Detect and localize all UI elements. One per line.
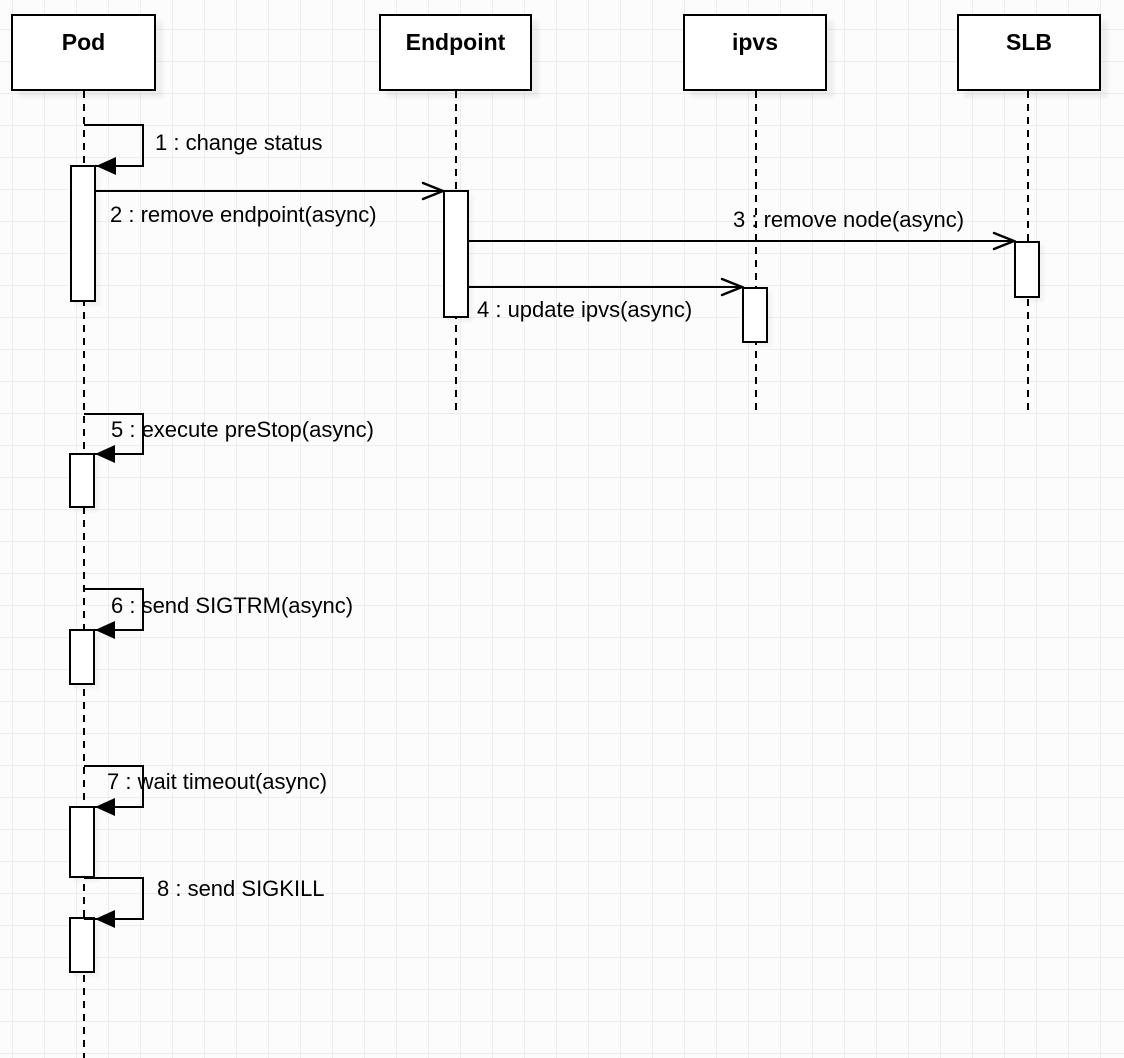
lifeline-ipvs bbox=[755, 91, 757, 410]
message-6-arrowhead-icon bbox=[95, 621, 115, 639]
actor-endpoint: Endpoint bbox=[379, 14, 532, 91]
message-5-arrowhead-icon bbox=[95, 445, 115, 463]
lifeline-pod bbox=[83, 91, 85, 1058]
message-4-arrowhead-icon bbox=[720, 277, 744, 297]
actor-ipvs-label: ipvs bbox=[731, 29, 779, 55]
message-1-arrowhead-icon bbox=[96, 157, 116, 175]
message-3-label: 3 : remove node(async) bbox=[733, 207, 965, 232]
message-2-label: 2 : remove endpoint(async) bbox=[110, 202, 377, 227]
message-3-arrowhead-icon bbox=[992, 231, 1016, 251]
actor-slb-label: SLB bbox=[1006, 29, 1052, 55]
activation-pod-3 bbox=[69, 629, 95, 685]
actor-pod-label: Pod bbox=[61, 29, 106, 55]
actor-ipvs: ipvs bbox=[683, 14, 827, 91]
actor-pod: Pod bbox=[11, 14, 156, 91]
message-4-line bbox=[469, 286, 739, 288]
message-2-line bbox=[96, 190, 440, 192]
message-3-line bbox=[469, 240, 1011, 242]
actor-endpoint-label: Endpoint bbox=[405, 29, 506, 55]
activation-pod-5 bbox=[69, 917, 95, 973]
message-6-label: 6 : send SIGTRM(async) bbox=[111, 593, 354, 618]
message-8-label: 8 : send SIGKILL bbox=[157, 876, 325, 901]
message-4-label: 4 : update ipvs(async) bbox=[477, 297, 693, 322]
actor-slb: SLB bbox=[957, 14, 1101, 91]
message-7-arrowhead-icon bbox=[95, 798, 115, 816]
activation-slb bbox=[1014, 241, 1040, 298]
activation-pod-2 bbox=[69, 453, 95, 508]
activation-endpoint bbox=[443, 190, 469, 318]
message-7-label: 7 : wait timeout(async) bbox=[107, 769, 328, 794]
activation-ipvs bbox=[742, 287, 768, 343]
message-8-arrowhead-icon bbox=[95, 910, 115, 928]
activation-pod-1 bbox=[70, 165, 96, 302]
message-5-label: 5 : execute preStop(async) bbox=[111, 417, 374, 442]
message-1-label: 1 : change status bbox=[155, 130, 323, 155]
message-2-arrowhead-icon bbox=[421, 181, 445, 201]
activation-pod-4 bbox=[69, 806, 95, 878]
